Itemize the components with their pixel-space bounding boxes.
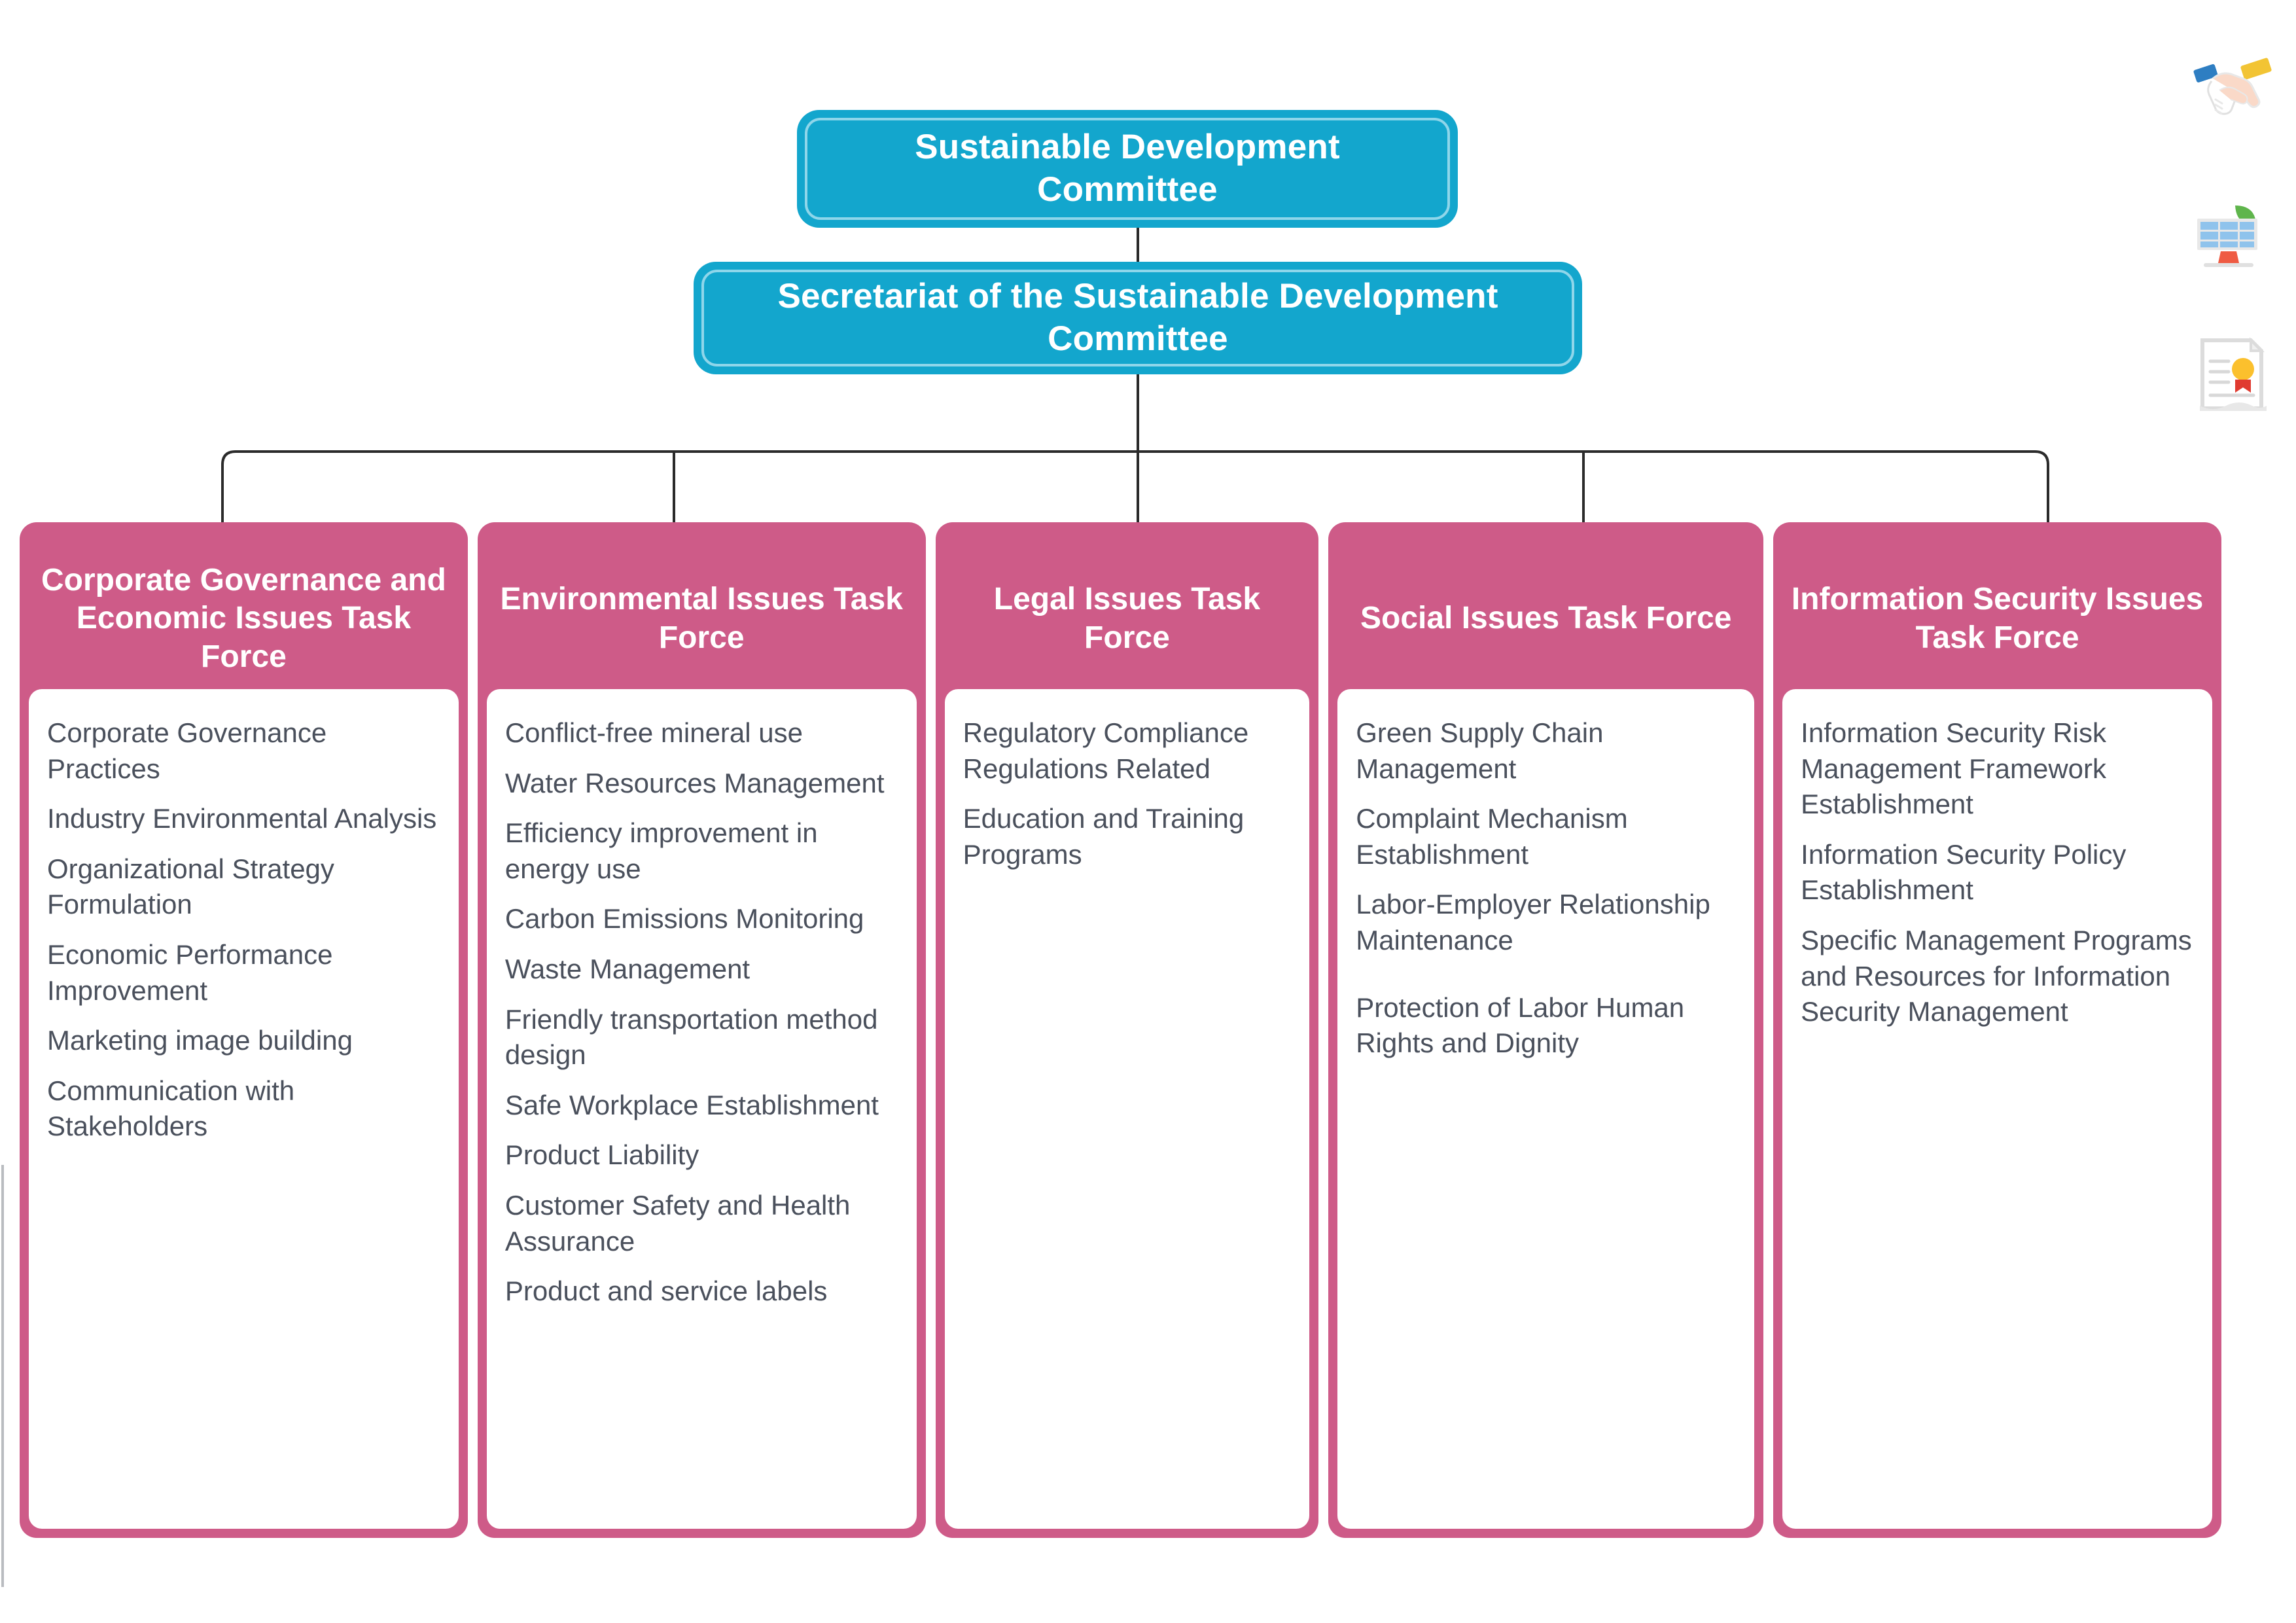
list-item: Carbon Emissions Monitoring bbox=[504, 903, 864, 935]
list-item: Marketing image building bbox=[47, 1025, 353, 1056]
task-force-item-list: Green Supply Chain Management Complaint … bbox=[1337, 689, 1755, 1529]
secretariat-label: Secretariat of the Sustainable Developme… bbox=[777, 277, 1498, 358]
task-force-title: Social Issues Task Force bbox=[1360, 601, 1732, 636]
task-force-item-list: Information Security Risk Management Fra… bbox=[1782, 689, 2212, 1529]
task-force-card-social-issues[interactable]: Social Issues Task Force Green Supply Ch… bbox=[1328, 522, 1764, 1538]
list-item: Product and service labels bbox=[504, 1275, 828, 1307]
list-item: Complaint Mechanism Establishment bbox=[1356, 803, 1628, 870]
task-force-title: Legal Issues Task Force bbox=[993, 581, 1261, 655]
list-item: Safe Workplace Establishment bbox=[504, 1089, 879, 1120]
list-item: Information Security Risk Management Fra… bbox=[1801, 717, 2107, 820]
handshake-icon bbox=[2193, 58, 2272, 115]
list-item: Conflict-free mineral use bbox=[504, 717, 803, 748]
list-item: Efficiency improvement in energy use bbox=[504, 817, 818, 884]
list-item: Green Supply Chain Management bbox=[1356, 717, 1604, 784]
list-item: Regulatory Compliance Regulations Relate… bbox=[963, 717, 1249, 784]
list-item: Product Liability bbox=[504, 1139, 699, 1171]
task-force-item-list: Corporate Governance Practices Industry … bbox=[29, 689, 459, 1529]
list-item: Corporate Governance Practices bbox=[47, 717, 327, 784]
list-item: Waste Management bbox=[504, 953, 751, 984]
list-item: Education and Training Programs bbox=[963, 803, 1245, 870]
list-item: Labor-Employer Relationship Maintenance bbox=[1356, 889, 1710, 955]
list-item: Economic Performance Improvement bbox=[47, 938, 333, 1006]
list-item: Specific Management Programs and Resourc… bbox=[1801, 924, 2192, 1027]
list-item: Organizational Strategy Formulation bbox=[47, 853, 334, 920]
task-force-card-corporate-governance[interactable]: Corporate Governance and Economic Issues… bbox=[20, 522, 468, 1538]
certificate-icon bbox=[2200, 337, 2267, 411]
page-left-rule bbox=[1, 1165, 4, 1587]
solar-panel-leaf-icon bbox=[2197, 205, 2257, 267]
sustainable-development-committee-box[interactable]: Sustainable Development Committee bbox=[797, 110, 1458, 228]
task-force-card-information-security[interactable]: Information Security Issues Task Force I… bbox=[1773, 522, 2221, 1538]
task-force-title: Environmental Issues Task Force bbox=[500, 581, 903, 655]
list-item: Industry Environmental Analysis bbox=[47, 803, 437, 834]
list-item: Communication with Stakeholders bbox=[47, 1075, 295, 1142]
task-force-title: Information Security Issues Task Force bbox=[1791, 581, 2204, 655]
task-force-card-environmental-issues[interactable]: Environmental Issues Task Force Conflict… bbox=[477, 522, 926, 1538]
list-item: Customer Safety and Health Assurance bbox=[504, 1189, 851, 1257]
list-item: Protection of Labor Human Rights and Dig… bbox=[1356, 991, 1685, 1059]
secretariat-box[interactable]: Secretariat of the Sustainable Developme… bbox=[694, 262, 1582, 374]
list-item: Friendly transportation method design bbox=[504, 1003, 878, 1071]
committee-label: Sustainable Development Committee bbox=[915, 128, 1340, 209]
task-force-item-list: Conflict-free mineral use Water Resource… bbox=[486, 689, 917, 1529]
task-force-item-list: Regulatory Compliance Regulations Relate… bbox=[944, 689, 1310, 1529]
task-force-card-legal-issues[interactable]: Legal Issues Task Force Regulatory Compl… bbox=[935, 522, 1319, 1538]
task-force-columns: Corporate Governance and Economic Issues… bbox=[20, 522, 2221, 1538]
task-force-title: Corporate Governance and Economic Issues… bbox=[41, 562, 446, 674]
list-item: Water Resources Management bbox=[504, 767, 885, 798]
list-item: Information Security Policy Establishmen… bbox=[1801, 838, 2127, 906]
